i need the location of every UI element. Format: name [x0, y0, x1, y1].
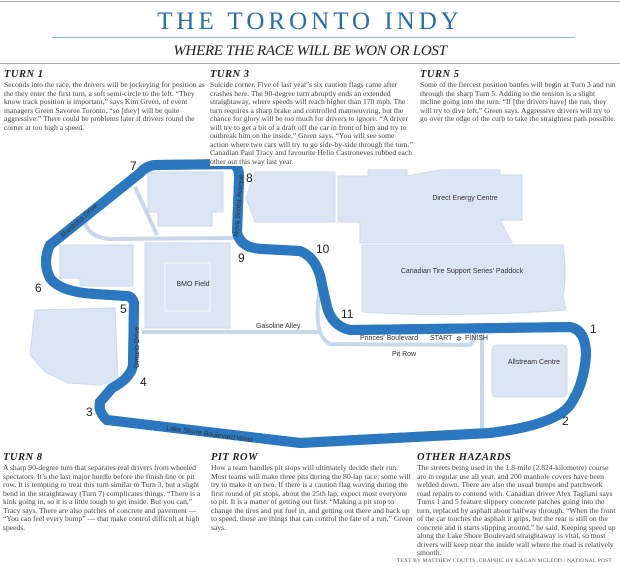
allstream-centre-label: Allstream Centre: [508, 359, 560, 366]
turn-8-text: A sharp 90-degree turn that separates re…: [3, 463, 201, 532]
bmo-field-stadium: [144, 242, 231, 329]
roads: [81, 186, 484, 430]
building: [147, 171, 224, 227]
turn-3-text: Suicide corner. Five of last year’s six …: [210, 80, 413, 166]
paddock-building: [361, 244, 567, 316]
header-bottom-rule: [0, 63, 620, 64]
page-subtitle: WHERE THE RACE WILL BE WON OR LOST: [173, 43, 447, 59]
checkered-flag-icon: ✲: [456, 335, 462, 343]
turn-number: 2: [562, 414, 569, 428]
turn-number: 3: [86, 405, 93, 419]
turn-1-text: Seconds into the race, the drivers will …: [4, 80, 205, 132]
other-hazards-heading: OTHER HAZARDS: [417, 452, 512, 463]
turn-number: 8: [246, 171, 253, 185]
building: [245, 171, 336, 223]
ontario-drive-label: Ontario Drive: [134, 327, 141, 368]
turn-8-section: TURN 8 A sharp 90-degree turn that separ…: [3, 452, 205, 532]
turn-number: 10: [316, 242, 330, 256]
page-title: THE TORONTO INDY: [157, 8, 463, 35]
turn-number: 5: [120, 302, 127, 316]
turn-5-heading: TURN 5: [420, 69, 460, 80]
paddock-label: Canadian Tire Support Series' Paddock: [401, 268, 524, 275]
turn-5-text: Some of the fiercest position battles wi…: [420, 80, 616, 123]
allstream-centre-building: [491, 344, 568, 398]
finish-label: FINISH: [465, 335, 488, 342]
pit-row-label: Pit Row: [392, 351, 417, 358]
turn-number: 4: [140, 375, 147, 389]
building: [59, 244, 134, 287]
bmo-field-label: BMO Field: [176, 281, 209, 288]
building: [29, 307, 119, 386]
turn-number: 7: [130, 159, 137, 173]
princes-boulevard-label: Princes' Boulevard: [360, 335, 418, 342]
bmo-field-pitch: [164, 262, 211, 312]
turn-1-heading: TURN 1: [4, 69, 44, 80]
direct-energy-centre-label: Direct Energy Centre: [432, 195, 497, 202]
top-rule: [0, 1, 620, 2]
gasoline-alley-label: Gasoline Alley: [256, 323, 301, 330]
turn-3-heading: TURN 3: [210, 69, 250, 80]
road-segment: [133, 186, 159, 236]
pit-row-text: How a team handles pit stops will ultima…: [211, 463, 413, 532]
pit-row-section: PIT ROW How a team handles pit stops wil…: [211, 452, 413, 532]
other-hazards-text: The streets being used in the 1.8-mile (…: [417, 463, 616, 557]
buildings: [29, 169, 568, 398]
turn-number: 11: [341, 307, 354, 321]
turn-8-heading: TURN 8: [3, 452, 43, 463]
direct-energy-centre-building: [337, 169, 523, 244]
turn-number: 6: [35, 281, 42, 295]
pit-row-heading: PIT ROW: [211, 452, 258, 463]
other-hazards-section: OTHER HAZARDS The streets being used in …: [417, 452, 617, 558]
pit-row-road: [315, 289, 477, 348]
credit-line: TEXT BY MATTHEW COUTTS, GRAPHIC BY KAGAN…: [396, 558, 612, 564]
title-divider: [52, 37, 575, 38]
turn-5-section: TURN 5 Some of the fiercest position bat…: [420, 69, 616, 124]
turn-1-section: TURN 1 Seconds into the race, the driver…: [4, 69, 206, 132]
start-label: START: [430, 335, 453, 342]
turn-3-section: TURN 3 Suicide corner. Five of last year…: [210, 69, 414, 166]
turn-number: 9: [238, 251, 245, 265]
turn-number: 1: [590, 322, 597, 336]
